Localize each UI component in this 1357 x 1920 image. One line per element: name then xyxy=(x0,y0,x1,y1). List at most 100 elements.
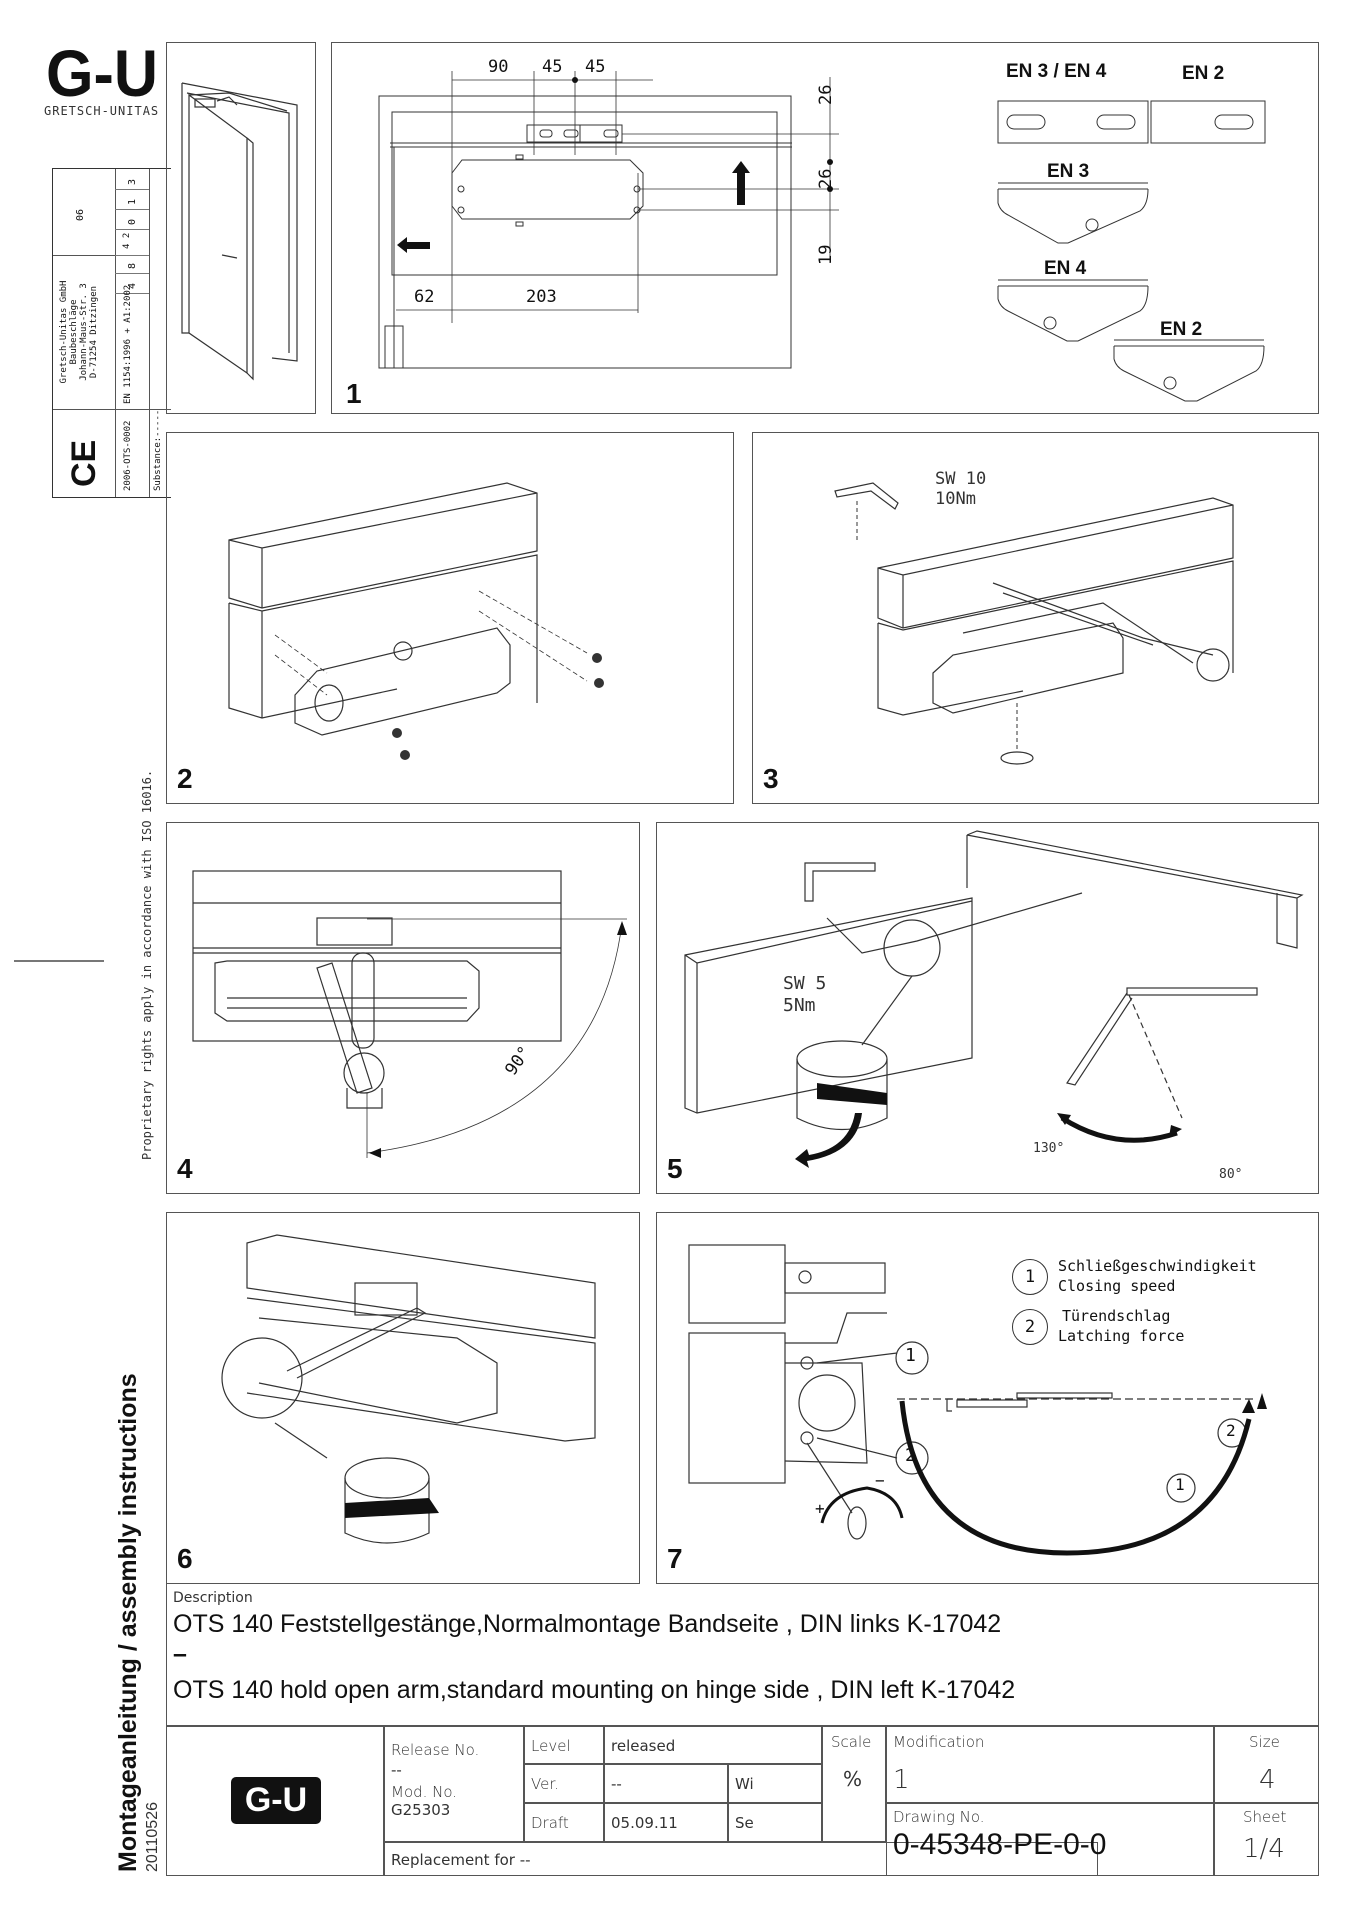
fold-mark xyxy=(14,960,104,962)
dim-203: 203 xyxy=(526,287,557,307)
panel-6-adjust: 6 xyxy=(166,1212,640,1584)
ver-label-cell: Ver. xyxy=(524,1764,604,1803)
brand-name: GRETSCH-UNITAS xyxy=(44,104,160,118)
title-block-logo-cell: G-U xyxy=(166,1726,384,1876)
modification-cell: Modification 1 xyxy=(886,1726,1214,1803)
description-block: Description OTS 140 Feststellgestänge,No… xyxy=(166,1584,1319,1726)
panel-number: 7 xyxy=(667,1543,683,1574)
panel-3-mount-arm: SW 10 10Nm 3 xyxy=(752,432,1319,804)
sidebar-substance: Substance:----- xyxy=(153,409,163,491)
panel-5-hold-open: SW 5 5Nm 130° 80° 5 xyxy=(656,822,1319,1194)
panel-2-mount-body: 2 xyxy=(166,432,734,804)
replacement-value: Replacement for -- xyxy=(391,1851,531,1869)
draft-label: Draft xyxy=(531,1814,569,1832)
arm-mount-illustration xyxy=(834,482,1234,765)
size-cell: Size 4 xyxy=(1214,1726,1319,1803)
sidebar-cert-no: 2006-OTS-0002 xyxy=(123,420,133,491)
hold-open-illustration xyxy=(684,830,1304,1168)
dim-62: 62 xyxy=(414,287,435,307)
label-en2-top: EN 2 xyxy=(1182,63,1225,84)
angle-130: 130° xyxy=(1033,1141,1065,1156)
sidebar-company: Gretsch-Unitas GmbH Baubeschläge Johann-… xyxy=(59,280,99,384)
tool-size: SW 5 xyxy=(783,973,827,994)
draft-value-cell: 05.09.11 xyxy=(604,1803,728,1842)
sheet-label: Sheet xyxy=(1243,1808,1287,1826)
hex-key-icon xyxy=(804,862,876,902)
label-en2: EN 2 xyxy=(1160,319,1203,340)
level-value-cell: released xyxy=(604,1726,822,1764)
sidebar-digit: 4 2 xyxy=(122,232,132,249)
modification-value: 1 xyxy=(893,1765,910,1795)
release-cell: Release No. -- Mod. No. G25303 xyxy=(384,1726,524,1842)
ce-mark: CE xyxy=(65,439,103,487)
document-type: Montageanleitung / assembly instructions xyxy=(114,1373,142,1872)
release-label: Release No. xyxy=(391,1741,480,1759)
tool-torque: 10Nm xyxy=(935,489,976,509)
callout-2: 2 xyxy=(905,1445,916,1466)
draft-initials-cell: Se xyxy=(728,1803,822,1842)
description-separator: – xyxy=(173,1640,187,1668)
ver-value: -- xyxy=(611,1775,622,1793)
tool-size: SW 10 xyxy=(935,469,987,489)
panel-door-overview xyxy=(166,42,316,414)
legend-label-en: Latching force xyxy=(1058,1327,1185,1345)
closing-arc-icon xyxy=(899,1400,1252,1556)
dim-90: 90 xyxy=(488,57,509,77)
legend-marker-1: 1 xyxy=(1012,1259,1048,1295)
rotate-arrow-icon xyxy=(795,1113,862,1168)
callout-1-arc: 1 xyxy=(1175,1475,1185,1494)
sidebar-digit: 3 xyxy=(127,178,138,185)
release-value: -- xyxy=(391,1761,402,1779)
description-german: OTS 140 Feststellgestänge,Normalmontage … xyxy=(173,1610,1002,1638)
description-label: Description xyxy=(173,1590,253,1606)
panel-7-speed-latch: 1 2 2 1 + − 1 Schließgeschwindigkeit Clo… xyxy=(656,1212,1319,1584)
sheet-value: 1/4 xyxy=(1243,1834,1285,1864)
size-label: Size xyxy=(1249,1733,1280,1751)
label-en4: EN 4 xyxy=(1044,258,1087,279)
arrow-left-icon xyxy=(397,237,430,253)
panel-1-template: 90 45 45 62 203 26 26 19 1 EN 3 / EN 4 E… xyxy=(331,42,1319,414)
callout-2-arc: 2 xyxy=(1226,1421,1236,1440)
ver-value-cell: -- xyxy=(604,1764,728,1803)
gu-logo-icon: G-U xyxy=(46,36,158,110)
ver-initials-cell: Wi xyxy=(728,1764,822,1803)
sheet-cell: Sheet 1/4 xyxy=(1214,1803,1319,1876)
arrow-up-icon xyxy=(732,161,750,205)
panel-4-arm-angle: 90° 4 xyxy=(166,822,640,1194)
sidebar-digit: 1 xyxy=(127,198,138,205)
sidebar-code: 06 xyxy=(75,208,86,221)
panel-number: 1 xyxy=(346,378,362,409)
level-label: Level xyxy=(531,1737,571,1755)
brand-logo: G-U xyxy=(44,36,160,110)
sidebar-digit: 8 xyxy=(127,262,138,269)
panel-number: 3 xyxy=(763,763,779,794)
draft-initials: Se xyxy=(735,1814,754,1832)
draft-label-cell: Draft xyxy=(524,1803,604,1842)
mod-value: G25303 xyxy=(391,1801,451,1819)
level-value: released xyxy=(611,1737,676,1755)
svg-text:G-U: G-U xyxy=(46,36,158,110)
scale-value: % xyxy=(843,1767,863,1791)
legend-item: 2 Türendschlag Latching force xyxy=(1012,1305,1312,1349)
legend-label-de: Türendschlag xyxy=(1062,1307,1171,1325)
document-date: 20110526 xyxy=(144,1802,161,1872)
size-value: 4 xyxy=(1259,1765,1276,1795)
closer-mount-illustration xyxy=(228,482,604,760)
drawing-no-cell: Drawing No. 0-45348-PE-0-0 xyxy=(886,1803,1214,1876)
ver-label: Ver. xyxy=(531,1775,559,1793)
tool-torque: 5Nm xyxy=(783,995,816,1016)
drawing-label: Drawing No. xyxy=(893,1808,985,1826)
dim-45b: 45 xyxy=(585,57,606,77)
replacement-cell: Replacement for -- xyxy=(384,1842,1098,1876)
gu-logo-icon: G-U xyxy=(231,1777,321,1824)
bracket-drawings xyxy=(997,100,1266,402)
legend-label-en: Closing speed xyxy=(1058,1277,1176,1295)
proprietary-notice: Proprietary rights apply in accordance w… xyxy=(140,769,154,1160)
angle-80: 80° xyxy=(1219,1167,1243,1182)
panel-number: 4 xyxy=(177,1153,193,1184)
callout-1: 1 xyxy=(905,1345,916,1366)
label-en3-en4: EN 3 / EN 4 xyxy=(1006,61,1107,82)
scale-cell: Scale % xyxy=(822,1726,886,1842)
sidebar-digit: 0 xyxy=(127,218,138,225)
draft-value: 05.09.11 xyxy=(611,1814,678,1832)
